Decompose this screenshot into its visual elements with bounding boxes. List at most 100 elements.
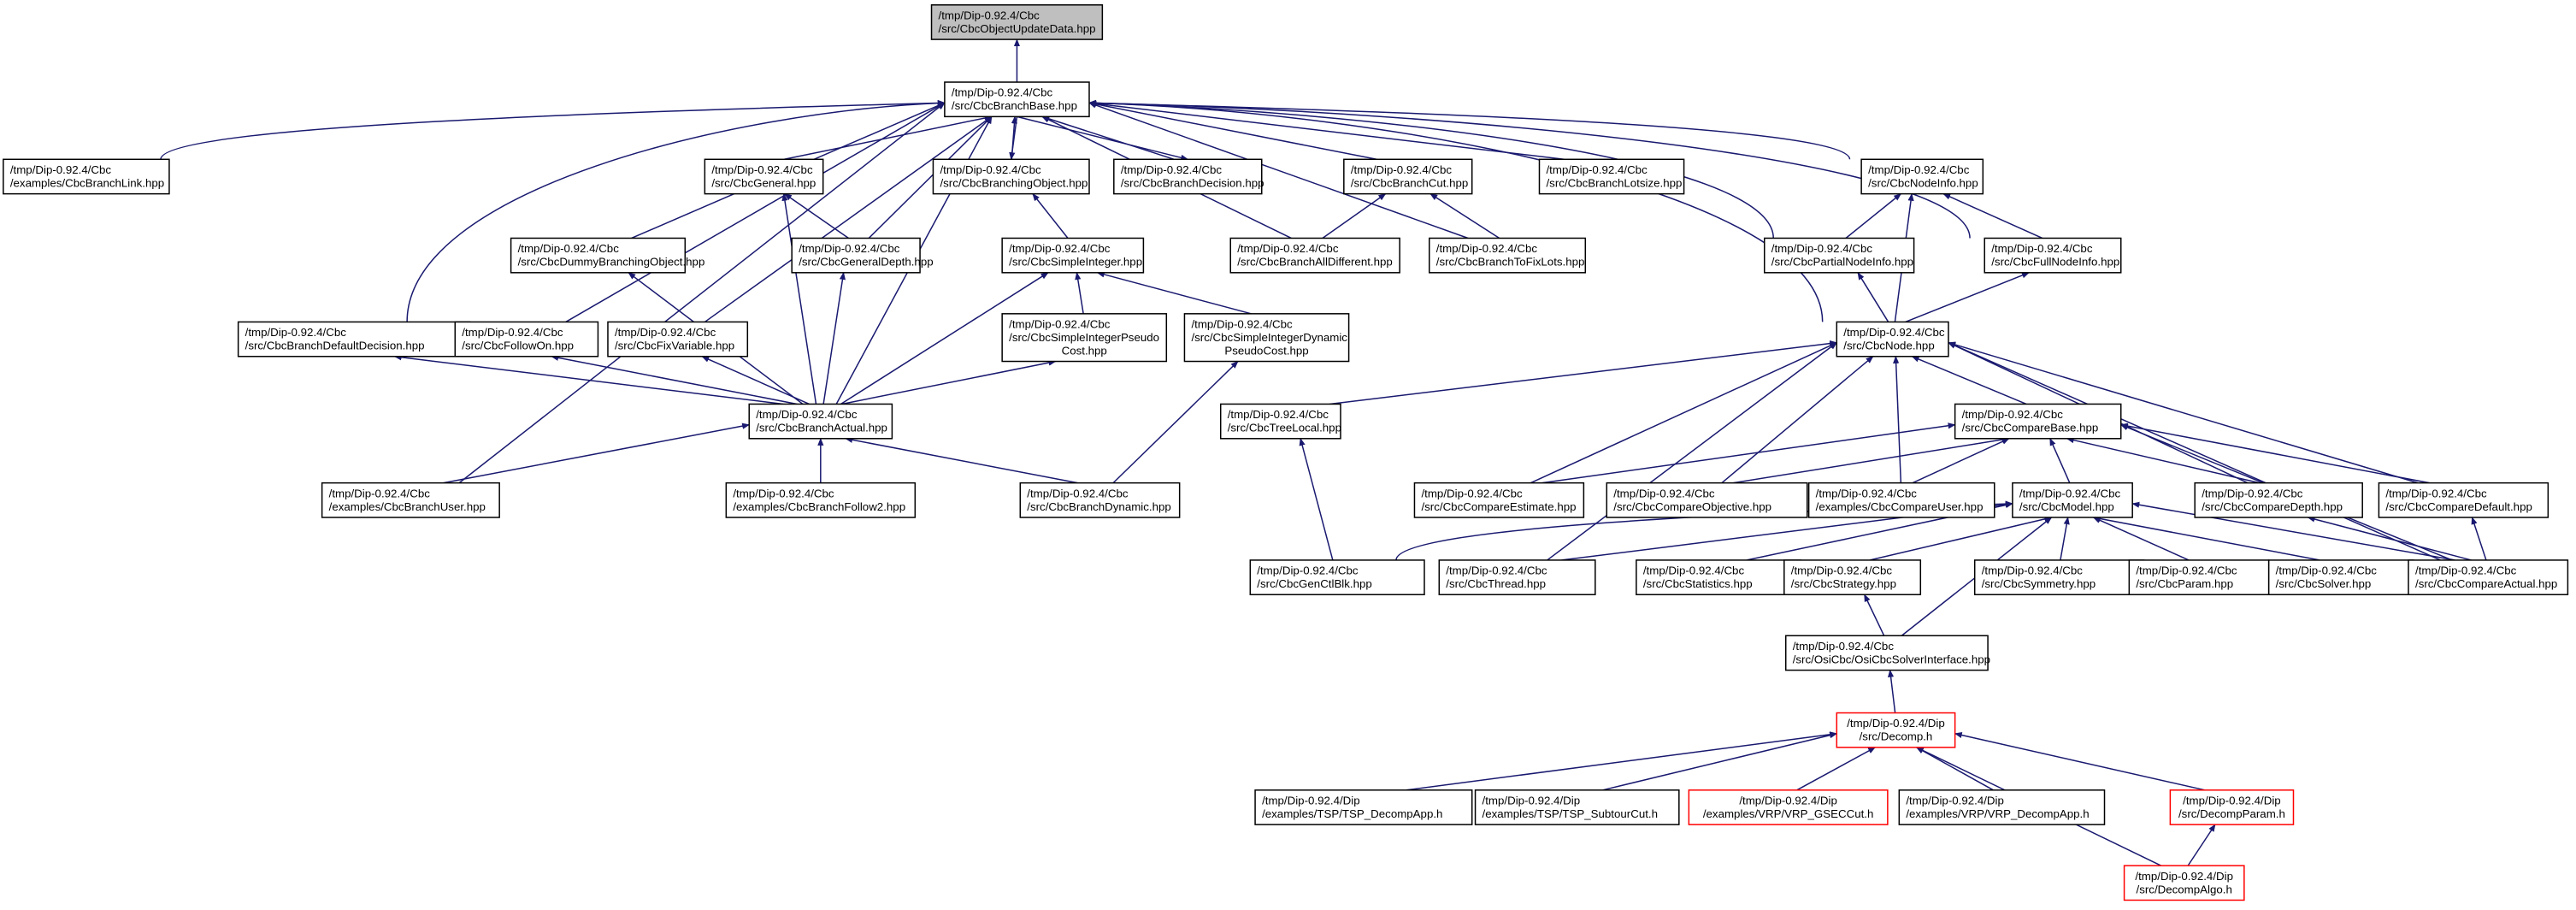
node-model[interactable]: /tmp/Dip-0.92.4/Cbc/src/CbcModel.hpp (2012, 482, 2133, 518)
node-label-line-2: /src/CbcGenCtlBlk.hpp (1257, 577, 1372, 590)
node-box (1229, 237, 1400, 274)
node-cmpactual[interactable]: /tmp/Dip-0.92.4/Cbc/src/CbcCompareActual… (2408, 559, 2569, 595)
node-dummy[interactable]: /tmp/Dip-0.92.4/Cbc/src/CbcDummyBranchin… (510, 237, 705, 274)
node-label-line-1: /tmp/Dip-0.92.4/Cbc (1237, 242, 1339, 255)
edge-partial-to-brbase (1088, 99, 1774, 239)
node-stats[interactable]: /tmp/Dip-0.92.4/Cbc/src/CbcStatistics.hp… (1636, 559, 1801, 595)
node-label-line-1: /tmp/Dip-0.92.4/Cbc (733, 487, 834, 499)
node-box (1688, 789, 1889, 825)
node-cmpdepth[interactable]: /tmp/Dip-0.92.4/Cbc/src/CbcCompareDepth.… (2194, 482, 2363, 518)
edge-bractual-to-simpint (840, 272, 1049, 405)
node-label-line-2: /src/CbcFullNodeInfo.hpp (1991, 256, 2119, 269)
node-osicbc[interactable]: /tmp/Dip-0.92.4/Cbc/src/OsiCbc/OsiCbcSol… (1784, 635, 1990, 671)
node-bruser[interactable]: /tmp/Dip-0.92.4/Cbc/examples/CbcBranchUs… (321, 482, 500, 518)
edge-cbcnode-to-partial (1857, 272, 1889, 322)
edge-fixlots-to-brbase (1088, 102, 1469, 239)
node-vrpapp[interactable]: /tmp/Dip-0.92.4/Dip/examples/VRP/VRP_Dec… (1898, 789, 2106, 825)
node-nodeinfo[interactable]: /tmp/Dip-0.92.4/Cbc/src/CbcNodeInfo.hpp (1860, 158, 1984, 195)
node-sipc[interactable]: /tmp/Dip-0.92.4/Cbc/src/CbcSimpleInteger… (1001, 313, 1168, 363)
node-label-line-2: /src/CbcGeneralDepth.hpp (799, 256, 933, 269)
node-brdec[interactable]: /tmp/Dip-0.92.4/Cbc/src/CbcBranchDecisio… (1113, 158, 1264, 195)
node-cmpbase[interactable]: /tmp/Dip-0.92.4/Cbc/src/CbcCompareBase.h… (1954, 403, 2122, 440)
node-box (1606, 482, 1808, 518)
node-label-line-2: /src/CbcThread.hpp (1446, 577, 1546, 590)
node-dalgo[interactable]: /tmp/Dip-0.92.4/Dip/src/DecompAlgo.h (2123, 865, 2245, 901)
node-followon[interactable]: /tmp/Dip-0.92.4/Cbc/src/CbcFollowOn.hpp (454, 321, 599, 358)
node-box (748, 403, 893, 440)
node-label-line-1: /tmp/Dip-0.92.4/Dip (1483, 794, 1581, 807)
node-label-line-1: /tmp/Dip-0.92.4/Cbc (245, 326, 347, 339)
node-brobj[interactable]: /tmp/Dip-0.92.4/Cbc/src/CbcBranchingObje… (932, 158, 1090, 195)
node-brlot[interactable]: /tmp/Dip-0.92.4/Cbc/src/CbcBranchLotsize… (1538, 158, 1685, 195)
node-label-line-1: /tmp/Dip-0.92.4/Cbc (1546, 163, 1648, 176)
node-brfollow2[interactable]: /tmp/Dip-0.92.4/Cbc/examples/CbcBranchFo… (725, 482, 917, 518)
edge-cmpactual-to-cbcnode (1948, 341, 2441, 561)
node-box (510, 237, 687, 274)
node-partial[interactable]: /tmp/Dip-0.92.4/Cbc/src/CbcPartialNodeIn… (1764, 237, 1915, 274)
node-label-line-2: /src/CbcCompareObjective.hpp (1613, 500, 1771, 513)
node-sidpc[interactable]: /tmp/Dip-0.92.4/Cbc/src/CbcSimpleInteger… (1183, 313, 1350, 363)
node-box (1001, 237, 1145, 274)
node-solver[interactable]: /tmp/Dip-0.92.4/Cbc/src/CbcSolver.hpp (2267, 559, 2414, 595)
node-cmpdef[interactable]: /tmp/Dip-0.92.4/Cbc/src/CbcCompareDefaul… (2378, 482, 2549, 518)
node-treelocal[interactable]: /tmp/Dip-0.92.4/Cbc/src/CbcTreeLocal.hpp (1219, 403, 1341, 440)
node-box (1249, 559, 1425, 595)
node-label-line-1: /tmp/Dip-0.92.4/Cbc (1121, 163, 1223, 176)
node-label-line-2: /src/CbcParam.hpp (2136, 577, 2233, 590)
edge-fullni-to-nodeinfo (1942, 192, 2043, 239)
node-cmpest[interactable]: /tmp/Dip-0.92.4/Cbc/src/CbcCompareEstima… (1413, 482, 1585, 518)
node-fixvar[interactable]: /tmp/Dip-0.92.4/Cbc/src/CbcFixVariable.h… (607, 321, 749, 358)
node-label-line-1: /tmp/Dip-0.92.4/Cbc (1436, 242, 1538, 255)
node-fullni[interactable]: /tmp/Dip-0.92.4/Cbc/src/CbcFullNodeInfo.… (1984, 237, 2122, 274)
node-vrpgsec[interactable]: /tmp/Dip-0.92.4/Dip/examples/VRP/VRP_GSE… (1688, 789, 1889, 825)
node-label-line-1: /tmp/Dip-0.92.4/Cbc (1613, 487, 1715, 499)
node-brbase[interactable]: /tmp/Dip-0.92.4/Cbc/src/CbcBranchBase.hp… (944, 81, 1090, 118)
node-bractual[interactable]: /tmp/Dip-0.92.4/Cbc/src/CbcBranchActual.… (748, 403, 893, 440)
edge-strategy-to-model (1869, 516, 2053, 561)
node-box (2194, 482, 2363, 518)
node-box (1764, 237, 1915, 274)
node-label-line-2: /src/CbcTreeLocal.hpp (1228, 422, 1341, 434)
node-thread[interactable]: /tmp/Dip-0.92.4/Cbc/src/CbcThread.hpp (1438, 559, 1596, 595)
edge-brdyn-to-sidpc (1112, 360, 1239, 484)
node-tspsub[interactable]: /tmp/Dip-0.92.4/Dip/examples/TSP/TSP_Sub… (1474, 789, 1680, 825)
edge-brbase-to-brobj (1009, 116, 1018, 161)
node-label-line-2: /src/CbcBranchToFixLots.hpp (1436, 256, 1585, 269)
node-brlink[interactable]: /tmp/Dip-0.92.4/Cbc/examples/CbcBranchLi… (3, 158, 170, 195)
node-box (454, 321, 599, 358)
node-brdyn[interactable]: /tmp/Dip-0.92.4/Cbc/src/CbcBranchDynamic… (1019, 482, 1181, 518)
node-box (1429, 237, 1587, 274)
node-label-line-2: /src/CbcNodeInfo.hpp (1868, 176, 1978, 189)
node-gendepth[interactable]: /tmp/Dip-0.92.4/Cbc/src/CbcGeneralDepth.… (791, 237, 934, 274)
node-defdec[interactable]: /tmp/Dip-0.92.4/Cbc/src/CbcBranchDefault… (237, 321, 471, 358)
node-objupd[interactable]: /tmp/Dip-0.92.4/Cbc/src/CbcObjectUpdateD… (930, 4, 1104, 40)
node-dparam[interactable]: /tmp/Dip-0.92.4/Dip/src/DecompParam.h (2169, 789, 2295, 825)
node-cmpuser[interactable]: /tmp/Dip-0.92.4/Cbc/examples/CbcCompareU… (1807, 482, 1995, 518)
node-label-line-1: /tmp/Dip-0.92.4/Cbc (952, 86, 1053, 99)
node-symmetry[interactable]: /tmp/Dip-0.92.4/Cbc/src/CbcSymmetry.hpp (1973, 559, 2145, 595)
node-simpint[interactable]: /tmp/Dip-0.92.4/Cbc/src/CbcSimpleInteger… (1001, 237, 1145, 274)
node-label-line-2: /src/CbcBranchCut.hpp (1351, 176, 1468, 189)
node-tspapp[interactable]: /tmp/Dip-0.92.4/Dip/examples/TSP/TSP_Dec… (1254, 789, 1473, 825)
edge-partial-to-nodeinfo (1845, 193, 1902, 239)
node-param[interactable]: /tmp/Dip-0.92.4/Cbc/src/CbcParam.hpp (2128, 559, 2270, 595)
edge-osicbc-to-strategy (1864, 594, 1885, 636)
node-alldiff[interactable]: /tmp/Dip-0.92.4/Cbc/src/CbcBranchAllDiff… (1229, 237, 1400, 274)
node-label-line-2: /src/CbcCompareActual.hpp (2415, 577, 2557, 590)
node-label-line-1: /tmp/Dip-0.92.4/Dip (2135, 870, 2233, 883)
node-strategy[interactable]: /tmp/Dip-0.92.4/Cbc/src/CbcStrategy.hpp (1783, 559, 1922, 595)
node-box (1807, 482, 1995, 518)
node-label-line-1: /tmp/Dip-0.92.4/Cbc (756, 408, 858, 421)
node-fixlots[interactable]: /tmp/Dip-0.92.4/Cbc/src/CbcBranchToFixLo… (1429, 237, 1587, 274)
node-brcut[interactable]: /tmp/Dip-0.92.4/Cbc/src/CbcBranchCut.hpp (1343, 158, 1473, 195)
node-label-line-1: /tmp/Dip-0.92.4/Cbc (1793, 640, 1895, 653)
node-label-line-2: /src/CbcBranchLotsize.hpp (1546, 176, 1682, 189)
node-cmpobj[interactable]: /tmp/Dip-0.92.4/Cbc/src/CbcCompareObject… (1606, 482, 1808, 518)
node-general[interactable]: /tmp/Dip-0.92.4/Cbc/src/CbcGeneral.hpp (704, 158, 824, 195)
node-genctl[interactable]: /tmp/Dip-0.92.4/Cbc/src/CbcGenCtlBlk.hpp (1249, 559, 1425, 595)
node-label-line-1: /tmp/Dip-0.92.4/Cbc (2385, 487, 2487, 499)
node-box (1219, 403, 1341, 440)
node-cbcnode[interactable]: /tmp/Dip-0.92.4/Cbc/src/CbcNode.hpp (1836, 321, 1949, 358)
node-label-line-2: /src/CbcCompareBase.hpp (1962, 422, 2099, 434)
node-decomp[interactable]: /tmp/Dip-0.92.4/Dip/src/Decomp.h (1836, 712, 1956, 748)
